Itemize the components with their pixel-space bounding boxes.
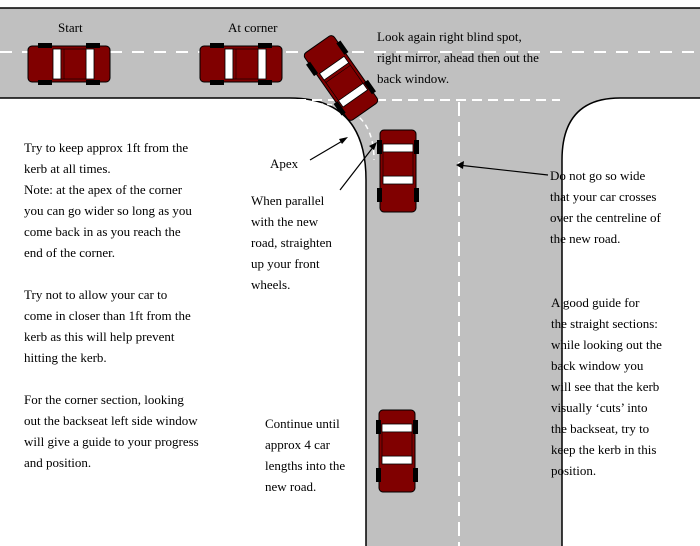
note-keep-distance: Try to keep approx 1ft from the kerb at …: [24, 137, 192, 263]
not-wide-line-3: over the centreline of: [550, 210, 661, 225]
guide-line-9: position.: [551, 463, 597, 478]
label-apex: Apex: [270, 156, 299, 171]
corner-section-line-2: out the backseat left side window: [24, 413, 198, 428]
continue-line-1: Continue until: [265, 416, 340, 431]
lane-guide: [300, 103, 375, 161]
note-not-closer: Try not to allow your car to come in clo…: [24, 284, 191, 368]
guide-line-4: back window you: [551, 358, 644, 373]
look-again-line-2: right mirror, ahead then out the: [377, 50, 539, 65]
label-at-corner: At corner: [228, 20, 278, 35]
car-final: [375, 409, 419, 493]
corner-section-line-3: will give a guide to your progress: [24, 434, 199, 449]
not-closer-line-1: Try not to allow your car to: [24, 287, 168, 302]
centreline-arrow: [456, 161, 549, 176]
guide-line-1: A good guide for: [551, 295, 640, 310]
guide-line-6: visually ‘cuts’ into: [551, 400, 648, 415]
label-continue: Continue until approx 4 car lengths into…: [265, 413, 345, 497]
label-guide: A good guide for the straight sections: …: [551, 292, 662, 481]
car-at-corner: [199, 42, 283, 86]
corner-section-line-1: For the corner section, looking: [24, 392, 184, 407]
not-closer-line-4: hitting the kerb.: [24, 350, 107, 365]
parallel-line-5: wheels.: [251, 277, 291, 292]
look-again-line-1: Look again right blind spot,: [377, 29, 522, 44]
label-parallel: When parallel with the new road, straigh…: [251, 190, 332, 295]
guide-line-5: will see that the kerb: [551, 379, 660, 394]
car-start: [27, 42, 111, 86]
car-parallel: [376, 129, 420, 213]
not-wide-line-1: Do not go so wide: [550, 168, 646, 183]
parallel-line-1: When parallel: [251, 193, 325, 208]
label-start: Start: [58, 20, 83, 35]
keep-distance-line-5: come back in as you reach the: [24, 224, 181, 239]
continue-line-2: approx 4 car: [265, 437, 330, 452]
label-not-wide: Do not go so wide that your car crosses …: [550, 165, 661, 249]
guide-line-8: keep the kerb in this: [551, 442, 657, 457]
keep-distance-line-6: end of the corner.: [24, 245, 115, 260]
not-wide-line-2: that your car crosses: [550, 189, 657, 204]
parallel-line-2: with the new: [251, 214, 319, 229]
keep-distance-line-3: Note: at the apex of the corner: [24, 182, 183, 197]
guide-line-3: while looking out the: [551, 337, 662, 352]
label-look-again: Look again right blind spot, right mirro…: [377, 26, 539, 89]
not-wide-line-4: the new road.: [550, 231, 621, 246]
guide-line-2: the straight sections:: [551, 316, 658, 331]
parallel-line-3: road, straighten: [251, 235, 332, 250]
not-closer-line-3: kerb as this will help prevent: [24, 329, 175, 344]
continue-line-4: new road.: [265, 479, 317, 494]
apex-arrow-top: [309, 137, 348, 161]
corner-section-line-4: and position.: [24, 455, 92, 470]
not-closer-line-2: come in closer than 1ft from the: [24, 308, 191, 323]
keep-distance-line-1: Try to keep approx 1ft from the: [24, 140, 189, 155]
keep-distance-line-4: you can go wider so long as you: [24, 203, 192, 218]
keep-distance-line-2: kerb at all times.: [24, 161, 111, 176]
parallel-line-4: up your front: [251, 256, 320, 271]
note-corner-section: For the corner section, looking out the …: [24, 389, 199, 473]
apex-arrow-bottom: [339, 142, 377, 191]
guide-line-7: the backseat, try to: [551, 421, 650, 436]
road-surface: [0, 8, 700, 546]
continue-line-3: lengths into the: [265, 458, 346, 473]
look-again-line-3: back window.: [377, 71, 450, 86]
kerb-right-corner: [561, 97, 700, 546]
